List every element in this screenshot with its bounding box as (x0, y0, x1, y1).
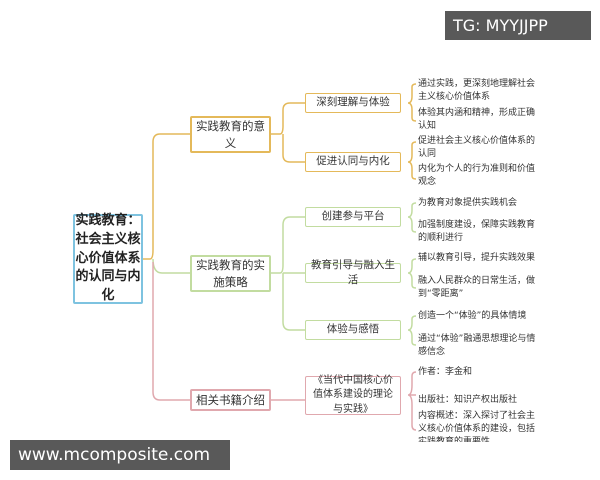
leaf: 辅以教育引导，提升实践效果 (418, 253, 536, 263)
node-guidance[interactable]: 教育引导与融入生活 (305, 259, 401, 286)
leaf: 加强制度建设，保障实践教育的顺利进行 (418, 220, 536, 243)
leaf: 内容概述：深入探讨了社会主义核心价值体系的建设，包括实践教育的重要性 (418, 411, 536, 442)
leaf: 创造一个“体验”的具体情境 (418, 311, 527, 321)
branch-label: 相关书籍介绍 (196, 392, 265, 407)
root-node[interactable]: 实践教育：社会主义核心价值体系的认同与内化 (73, 212, 143, 304)
mind-map: 实践教育：社会主义核心价值体系的认同与内化 实践教育的意义 实践教育的实施策略 … (73, 79, 536, 442)
node-platform[interactable]: 创建参与平台 (305, 207, 401, 227)
branch1-connectors (143, 83, 417, 260)
node-label: 教育引导与融入生活 (311, 258, 395, 286)
connector-lines (143, 83, 417, 431)
node-internalization[interactable]: 促进认同与内化 (305, 152, 401, 172)
branch2-connectors (152, 202, 417, 346)
leaf: 为教育对象提供实践机会 (418, 198, 518, 208)
leaf: 体验其内涵和精神，形成正确认知 (418, 108, 536, 131)
branch-label: 实践教育的意义 (196, 118, 265, 150)
node-understanding[interactable]: 深刻理解与体验 (305, 93, 401, 113)
node-label: 创建参与平台 (321, 210, 385, 223)
node-book[interactable]: 《当代中国核心价值体系建设的理论与实践》 (305, 374, 401, 415)
node-label: 体验与感悟 (326, 323, 380, 336)
leaf: 通过“体验”融通思想理论与情感信念 (418, 334, 536, 357)
leaf: 融入人民群众的日常生活，做到“零距离” (418, 276, 536, 299)
leaf: 通过实践，更深刻地理解社会主义核心价值体系 (418, 79, 536, 102)
watermark-bottom-left: www.mcomposite.com (10, 440, 230, 470)
node-label: 深刻理解与体验 (316, 96, 390, 109)
watermark-top-right: TG: MYYJJPP (445, 11, 591, 40)
node-label: 促进认同与内化 (316, 155, 390, 168)
branch-meaning[interactable]: 实践教育的意义 (190, 116, 271, 153)
leaf: 内化为个人的行为准则和价值观念 (418, 164, 536, 187)
branch-books[interactable]: 相关书籍介绍 (190, 389, 271, 411)
node-experience[interactable]: 体验与感悟 (305, 320, 401, 340)
branch-strategy[interactable]: 实践教育的实施策略 (190, 255, 271, 292)
root-label: 实践教育：社会主义核心价值体系的认同与内化 (75, 212, 141, 304)
node-label: 《当代中国核心价值体系建设的理论与实践》 (313, 374, 393, 415)
branch-label: 实践教育的实施策略 (196, 257, 265, 289)
branch3-connectors (152, 262, 417, 431)
leaf: 促进社会主义核心价值体系的认同 (418, 136, 536, 159)
leaf: 作者：李金和 (418, 367, 473, 377)
leaf: 出版社：知识产权出版社 (418, 395, 518, 405)
